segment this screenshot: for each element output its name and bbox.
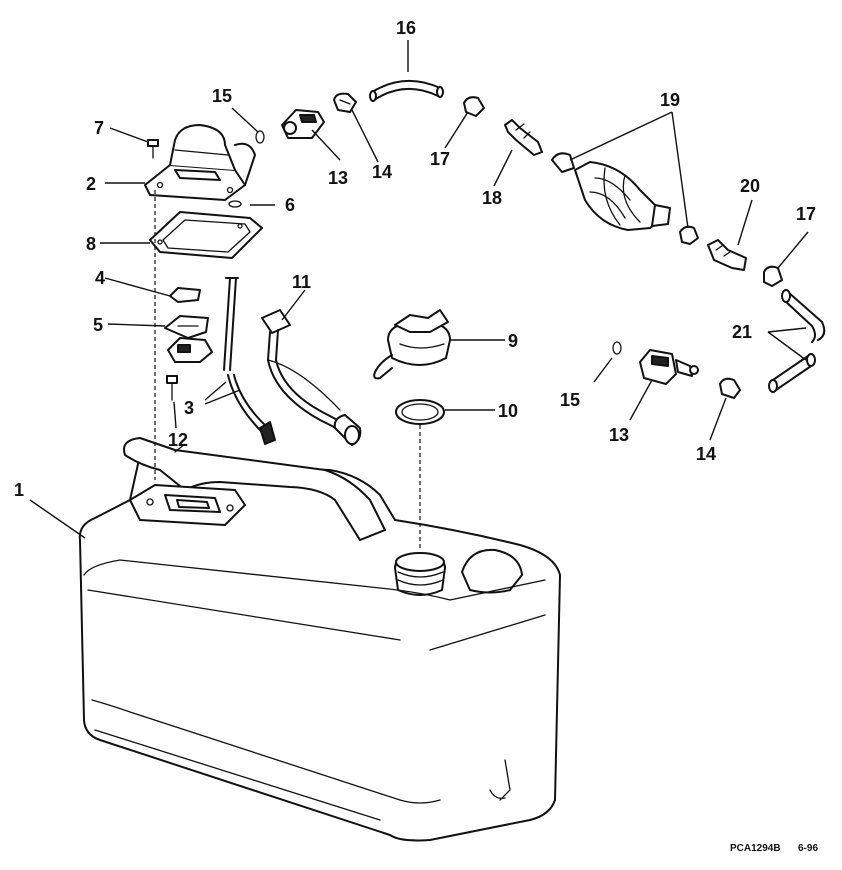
screw-7 — [147, 139, 159, 159]
clamp-top — [333, 92, 357, 113]
callout-13-top: 13 — [328, 168, 348, 188]
hose-21 — [768, 289, 826, 393]
fuel-tank — [78, 437, 561, 842]
callout-3: 3 — [184, 398, 194, 418]
callout-11: 11 — [292, 272, 311, 292]
figure-date: 6-96 — [798, 843, 818, 854]
pickup-tube — [223, 277, 276, 445]
callout-6: 6 — [285, 195, 295, 215]
callout-15-right: 15 — [560, 390, 580, 410]
callout-14-top: 14 — [372, 162, 392, 182]
fuel-connector-right — [639, 349, 699, 385]
callout-4: 4 — [95, 268, 105, 288]
callout-9: 9 — [508, 331, 518, 351]
clamp-17-top — [463, 96, 485, 117]
figure-id: PCA1294B — [730, 843, 781, 854]
clamp-14-right — [719, 377, 741, 399]
screw-12 — [166, 375, 178, 401]
callout-16: 16 — [396, 18, 416, 38]
callout-18: 18 — [482, 188, 502, 208]
callout-5: 5 — [93, 315, 103, 335]
callout-10: 10 — [498, 401, 518, 421]
callout-14-right: 14 — [696, 444, 716, 464]
fitting-20 — [707, 239, 747, 271]
gasket — [149, 211, 263, 259]
retainer-5 — [164, 315, 209, 339]
callout-7: 7 — [94, 118, 104, 138]
valve-assembly — [167, 337, 213, 363]
cap-gasket-ring — [395, 399, 445, 425]
hose-16 — [369, 79, 444, 102]
callout-13-right: 13 — [609, 425, 629, 445]
callout-20: 20 — [740, 176, 760, 196]
clamp-17-right — [763, 265, 783, 287]
o-ring-15-right — [612, 341, 622, 355]
connector-housing — [144, 124, 256, 201]
float-gauge — [261, 309, 362, 446]
primer-bulb — [551, 152, 699, 245]
fitting-18 — [504, 119, 543, 156]
o-ring-15-top — [255, 130, 265, 144]
leader-lines — [29, 40, 809, 539]
callout-12: 12 — [168, 430, 188, 450]
callout-15-top: 15 — [212, 86, 232, 106]
callout-19: 19 — [660, 90, 680, 110]
seal-4 — [169, 287, 201, 303]
callout-17-top: 17 — [430, 149, 450, 169]
callout-1: 1 — [14, 480, 24, 500]
o-ring-6 — [228, 200, 242, 208]
callout-2: 2 — [86, 174, 96, 194]
callout-8: 8 — [86, 234, 96, 254]
callout-17-right: 17 — [796, 204, 816, 224]
callout-21: 21 — [732, 322, 752, 342]
filler-cap — [373, 309, 451, 380]
fuel-connector-top — [281, 109, 325, 139]
